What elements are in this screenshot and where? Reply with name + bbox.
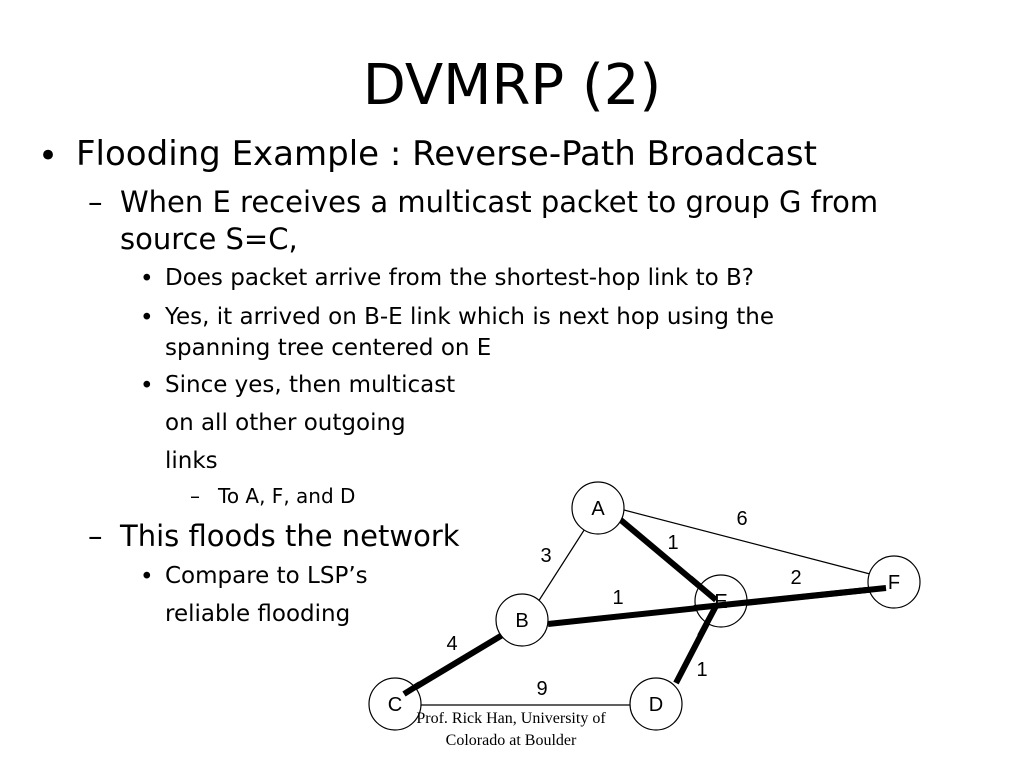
edge-b-e-overlay (693, 585, 887, 611)
edge-weight-be: 1 (612, 587, 623, 609)
bullet-floods-network: This floods the network (120, 519, 460, 553)
edge-b-c-overlay (402, 681, 422, 697)
edge-weight-cd: 9 (536, 678, 547, 700)
dash-marker: – (88, 519, 103, 553)
node-label-f: F (888, 572, 900, 594)
node-f (867, 555, 921, 609)
bullet-since-yes-line1: Since yes, then multicast (165, 372, 456, 398)
bullet-when-e-receives-line1: When E receives a multicast packet to gr… (120, 185, 879, 219)
edge-weight-ab: 3 (540, 545, 551, 567)
bullet-marker: • (140, 305, 154, 331)
bullet-since-yes-line2: on all other outgoing (165, 410, 406, 436)
edge-a-b (537, 523, 589, 603)
bullet-shortest-hop: Does packet arrive from the shortest-hop… (165, 265, 754, 291)
node-a (571, 481, 625, 535)
node-d (629, 677, 683, 731)
bullet-yes-arrived-line2: spanning tree centered on E (165, 335, 492, 361)
bullet-marker: • (140, 266, 154, 292)
footer-line2: Colorado at Boulder (445, 732, 577, 749)
footer-line1: Prof. Rick Han, University of (416, 710, 606, 727)
edge-a-e-overlay (688, 575, 718, 603)
edge-weight-af: 6 (736, 508, 747, 530)
dash-marker: – (88, 185, 103, 219)
node-label-d: D (649, 694, 663, 716)
node-label-c: C (388, 694, 402, 716)
edge-e-d-overlay (697, 604, 719, 638)
bullet-to-a-f-d: To A, F, and D (218, 484, 356, 508)
node-label-e: E (714, 591, 727, 613)
bullet-marker: • (140, 373, 154, 399)
edge-weight-ed: 1 (696, 659, 707, 681)
bullet-when-e-receives-line2: source S=C, (120, 222, 298, 256)
slide-footer: Prof. Rick Han, University of Colorado a… (380, 708, 642, 752)
node-b (495, 593, 549, 647)
node-label-a: A (591, 498, 605, 520)
node-label-b: B (515, 610, 528, 632)
bullet-since-yes-line3: links (165, 448, 218, 474)
edge-b-c (402, 631, 506, 697)
dash-marker: – (190, 484, 200, 508)
bullet-yes-arrived-line1: Yes, it arrived on B-E link which is nex… (165, 304, 775, 330)
edge-weight-bc: 4 (446, 633, 457, 655)
bullet-flooding-example: Flooding Example : Reverse-Path Broadcas… (76, 134, 817, 174)
edge-a-f (623, 509, 871, 575)
bullet-compare-lsp-line1: Compare to LSP’s (165, 563, 368, 589)
edge-weight-ef: 2 (790, 567, 801, 589)
slide-title: DVMRP (2) (362, 53, 662, 118)
bullet-marker: • (140, 564, 154, 590)
bullet-compare-lsp-line2: reliable flooding (165, 601, 351, 627)
edge-weight-ae: 1 (667, 532, 678, 554)
bullet-marker: • (38, 136, 59, 176)
